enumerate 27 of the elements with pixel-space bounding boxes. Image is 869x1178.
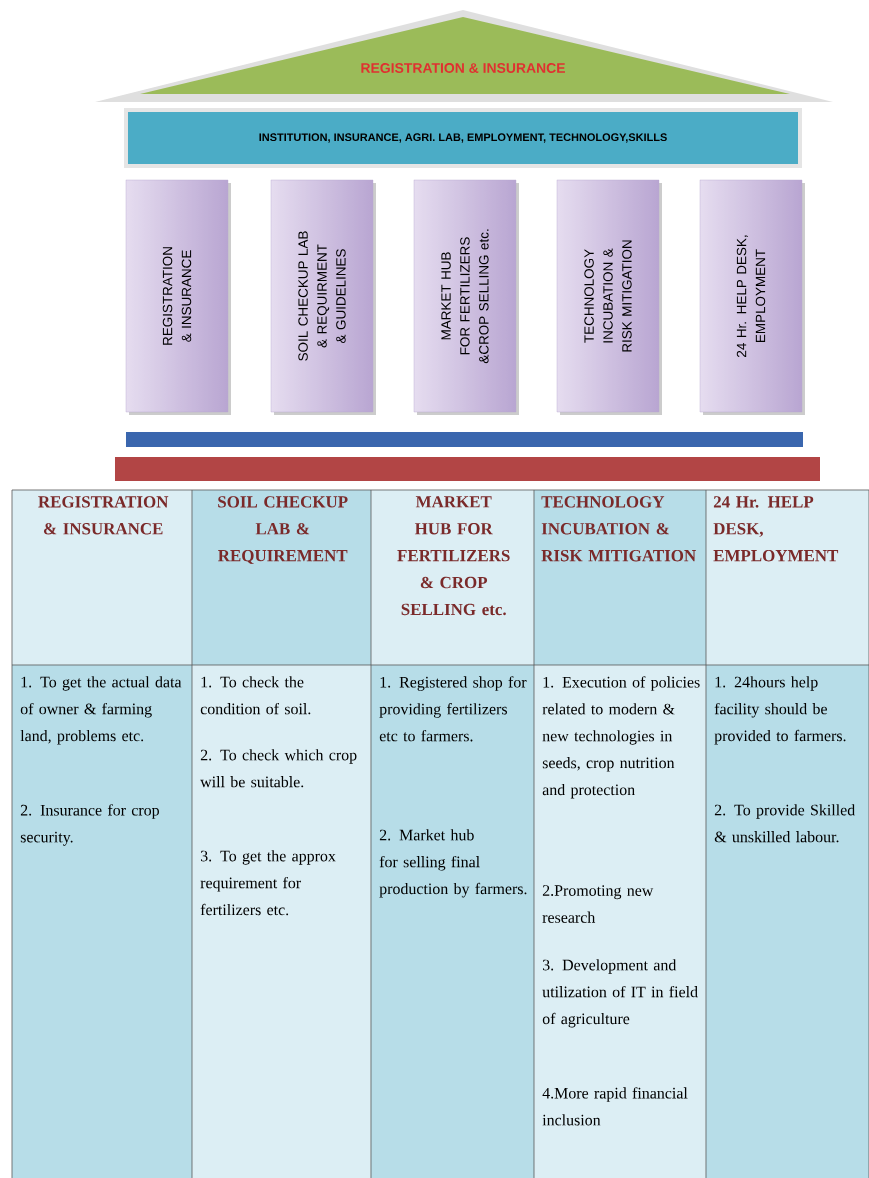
pillar-box: MARKET HUB FOR FERTILIZERS &CROP SELLING etc. [413, 179, 519, 415]
column-heading: REGISTRATION & INSURANCE [38, 496, 169, 535]
pillar-box: SOIL CHECKUP LAB & REQUIRMENT & GUIDELINES [270, 179, 376, 415]
cell-text: 3. Development and utilization of IT in field of agriculture [542, 959, 698, 1028]
cell-text: 2. To check which crop will be suitable. [200, 749, 357, 788]
base-bar [115, 457, 820, 481]
cell-text: 1. Registered shop for providing fertilizers etc to farmers. [379, 676, 527, 742]
pillar-box: TECHNOLOGY INCUBATION & RISK MITIGATION [556, 179, 662, 415]
column-heading: SOIL CHECKUP LAB & REQUIREMENT [218, 496, 348, 564]
cell-text: 2.Promoting new research [542, 885, 654, 923]
cell-text: 1. 24hours help facility should be provided to farmers. [714, 676, 846, 745]
cell-text: 2. Market hub for selling final production by farmers. [379, 829, 527, 898]
base-bar [126, 432, 803, 447]
cell-text: 3. To get the approx requirement for fertilizers etc. [200, 850, 336, 916]
cell-text: 4.More rapid financial inclusion [542, 1087, 688, 1126]
cell-text: 1. To get the actual data of owner & farming land, problems etc. [20, 676, 182, 745]
pillar-box: 24 Hr. HELP DESK, EMPLOYMENT [699, 179, 805, 415]
column-heading: TECHNOLOGY INCUBATION & RISK MITIGATION [541, 496, 696, 562]
cell-text: 2. To provide Skilled & unskilled labour. [714, 804, 855, 843]
cell-text: 2. Insurance for crop security. [20, 804, 159, 846]
cell-text: 1. Execution of policies related to modern & new technologies in seeds, crop nutrition and protection [542, 676, 700, 799]
column-heading: 24 Hr. HELP DESK, EMPLOYMENT [713, 496, 839, 562]
pillar-box: REGISTRATION & INSURANCE [125, 179, 231, 415]
column-heading: MARKET HUB FOR FERTILIZERS & CROP SELLING etc. [397, 496, 510, 616]
roof-triangle: REGISTRATION & INSURANCE [95, 10, 833, 102]
cell-text: 1. To check the condition of soil. [200, 676, 311, 715]
beam-box: INSTITUTION, INSURANCE, AGRI. LAB, EMPLOYMENT, TECHNOLOGY,SKILLS [124, 108, 802, 168]
